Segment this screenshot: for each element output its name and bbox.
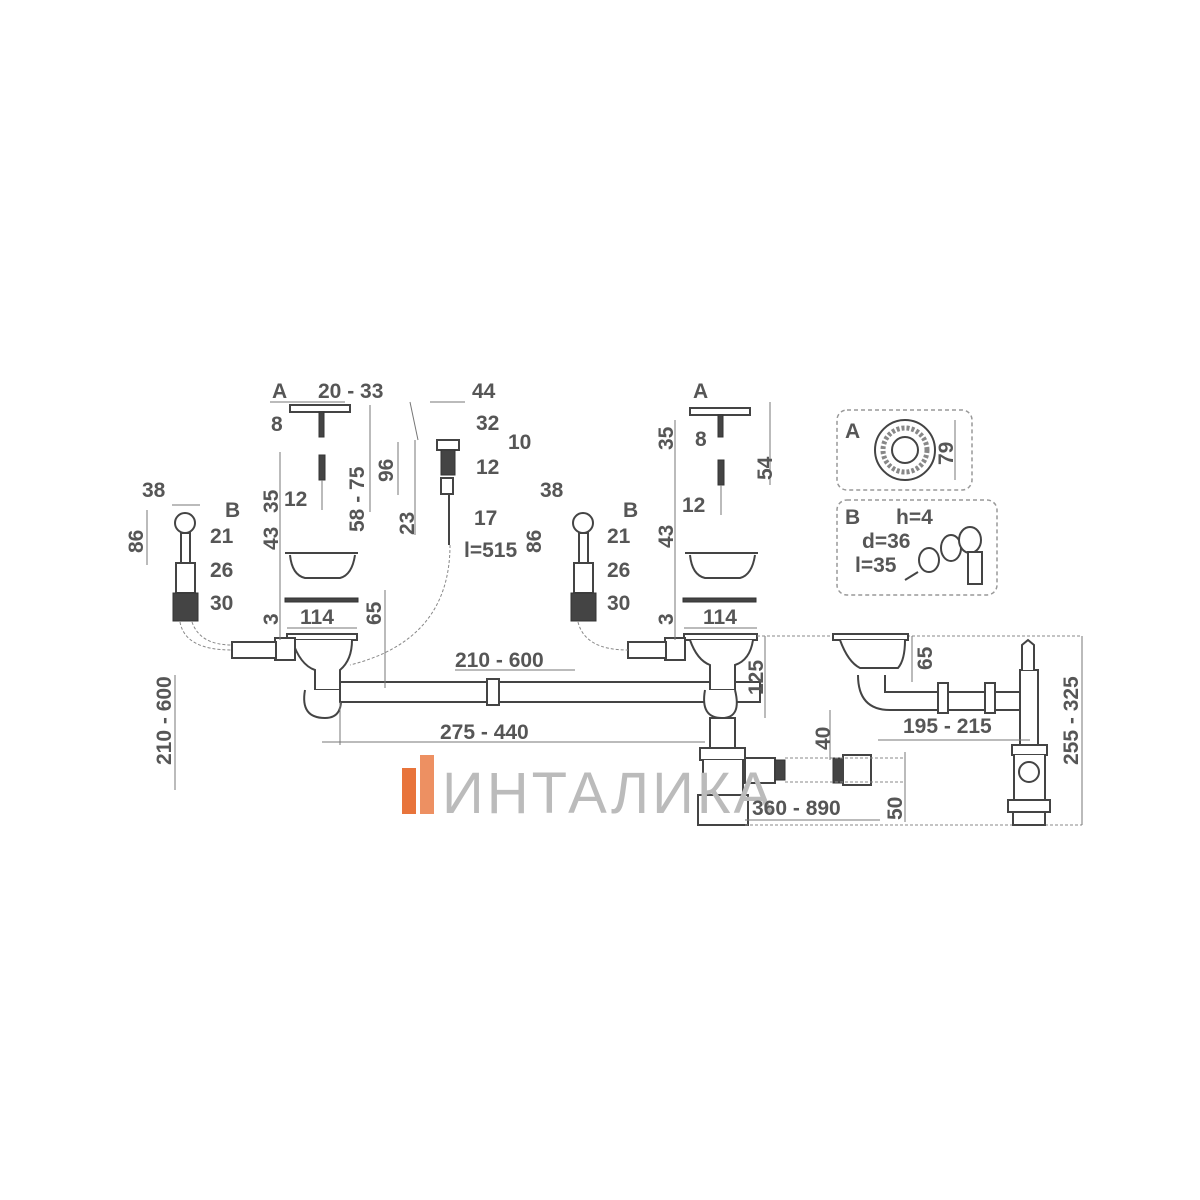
left-assembly-drawing (146, 401, 761, 790)
dim-d36: d=36 (862, 530, 910, 553)
dim-44: 44 (472, 380, 496, 403)
dim-58-75: 58 - 75 (346, 466, 369, 532)
logo: ИНТАЛИКА (402, 755, 775, 826)
dim-10: 10 (508, 431, 531, 454)
dim-96: 96 (375, 459, 398, 482)
dim-26-right: 26 (607, 559, 630, 582)
dim-54-right: 54 (754, 456, 777, 480)
dim-8-right: 8 (695, 428, 707, 451)
detail-a-label: A (845, 420, 860, 443)
dim-17: 17 (474, 507, 497, 530)
dim-h4: h=4 (896, 506, 933, 529)
dim-12-stem: 12 (284, 488, 307, 511)
dim-30: 30 (210, 592, 233, 615)
label-a-right: A (693, 380, 708, 403)
dim-210-600-vertical: 210 - 600 (153, 676, 176, 765)
right-assembly-drawing (570, 402, 1082, 826)
dim-20-33: 20 - 33 (318, 380, 383, 403)
dim-21: 21 (210, 525, 234, 548)
dim-255-325: 255 - 325 (1060, 676, 1083, 765)
dim-43-right: 43 (655, 525, 678, 548)
label-a: A (272, 380, 287, 403)
dim-l35: l=35 (855, 554, 897, 577)
dim-l515: l=515 (464, 539, 517, 562)
dim-114-right: 114 (703, 606, 737, 629)
dim-3-right: 3 (655, 613, 678, 625)
dim-65: 65 (363, 601, 386, 625)
label-b: B (225, 499, 240, 522)
dim-275-440: 275 - 440 (440, 721, 529, 744)
dim-30-right: 30 (607, 592, 630, 615)
dim-38-right: 38 (540, 479, 564, 502)
dim-38: 38 (142, 479, 166, 502)
dim-32: 32 (476, 412, 499, 435)
detail-b-label: B (845, 506, 860, 529)
dim-26: 26 (210, 559, 233, 582)
dim-43: 43 (260, 527, 283, 550)
dim-50: 50 (884, 797, 907, 820)
dim-114: 114 (300, 606, 334, 629)
dim-35-right: 35 (655, 426, 678, 450)
detail-a-box (836, 409, 973, 491)
dim-86: 86 (125, 530, 148, 553)
dim-195-215: 195 - 215 (903, 715, 992, 738)
label-b-right: B (623, 499, 638, 522)
dim-360-890: 360 - 890 (752, 797, 841, 820)
detail-b-box (836, 499, 998, 596)
logo-text: ИНТАЛИКА (442, 761, 775, 826)
dim-125: 125 (745, 660, 768, 695)
dim-35: 35 (260, 489, 283, 513)
dim-65-side: 65 (914, 646, 937, 670)
dim-79: 79 (935, 442, 958, 465)
logo-mark-icon (402, 768, 416, 814)
side-view-drawing (832, 633, 1083, 826)
dim-21-right: 21 (607, 525, 631, 548)
dim-3: 3 (260, 613, 283, 625)
dim-8: 8 (271, 413, 283, 436)
dim-40: 40 (812, 727, 835, 750)
dim-210-600: 210 - 600 (455, 649, 544, 672)
dim-23: 23 (396, 512, 419, 535)
dim-12-button: 12 (476, 456, 499, 479)
dim-12-right: 12 (682, 494, 705, 517)
dim-86-right: 86 (523, 530, 546, 553)
